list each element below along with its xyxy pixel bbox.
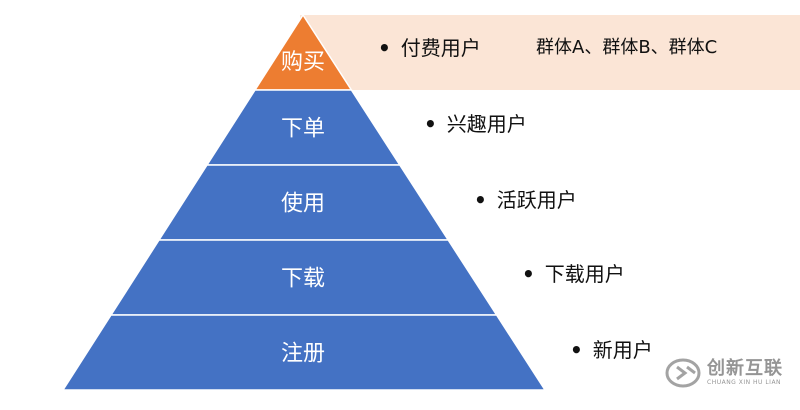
pyramid-layer-label: 注册 — [281, 342, 325, 367]
pyramid-layer-5 — [61, 314, 547, 391]
annotation-text: 兴趣用户 — [446, 112, 527, 136]
pyramid-layer-label: 使用 — [281, 192, 325, 217]
watermark-subtext: CHUANG XIN HU LIAN — [707, 379, 782, 386]
logo-icon — [665, 358, 701, 388]
watermark-text: 创新互联 — [707, 358, 783, 379]
pyramid-layer-label: 下载 — [281, 267, 325, 292]
annotation-text: 付费用户 — [400, 36, 481, 60]
annotation-text: 下载用户 — [544, 262, 625, 286]
annotation-new-users: •新用户 — [570, 338, 653, 362]
annotation-text: 新用户 — [592, 338, 653, 362]
pyramid-layer-label: 下单 — [281, 117, 325, 142]
watermark: 创新互联 CHUANG XIN HU LIAN — [665, 358, 783, 388]
annotation-interest-users: •兴趣用户 — [424, 112, 527, 136]
annotation-download-users: •下载用户 — [522, 262, 625, 286]
highlight-band — [300, 15, 800, 90]
groups-text: 群体A、群体B、群体C — [536, 37, 718, 58]
pyramid-layer-label: 购买 — [281, 50, 325, 75]
annotation-paying-users: •付费用户 — [378, 36, 481, 60]
annotation-active-users: •活跃用户 — [474, 188, 577, 212]
annotation-text: 活跃用户 — [496, 188, 577, 212]
